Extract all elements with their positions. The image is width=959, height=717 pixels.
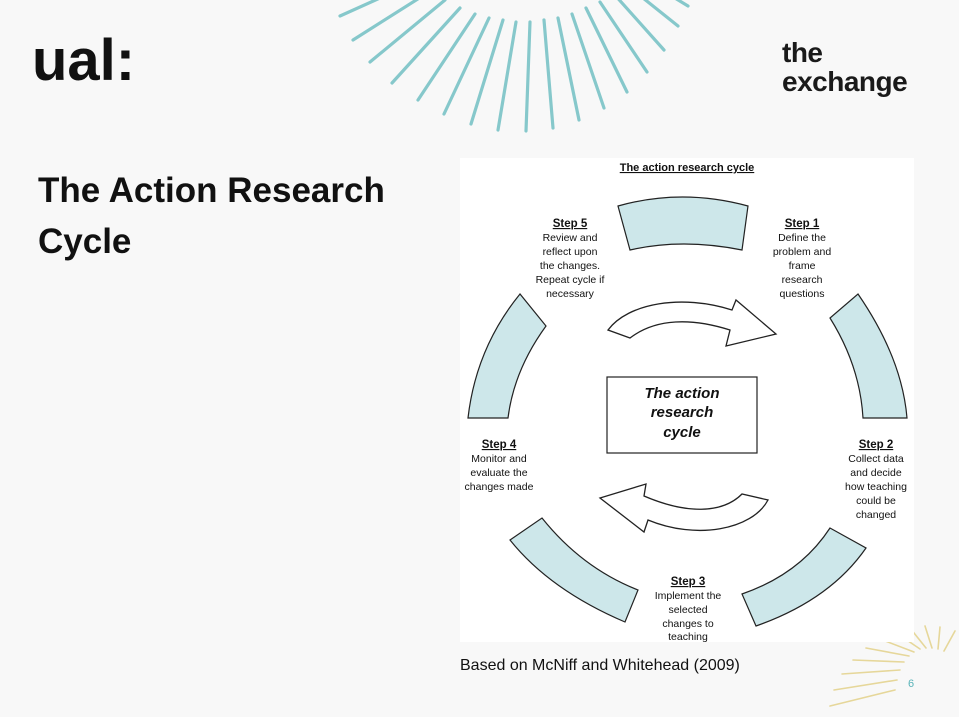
- step-1-line: Define the: [778, 232, 826, 244]
- cycle-arrow-top: [606, 298, 778, 347]
- step-2-line: could be: [856, 495, 896, 507]
- logo-exchange-line1: the: [782, 37, 823, 68]
- sunburst-decoration-top: [338, 0, 690, 133]
- step-2-line: how teaching: [845, 481, 907, 493]
- center-line-2: research: [651, 404, 714, 421]
- step-5-line: reflect upon: [543, 246, 598, 258]
- center-line-1: The action: [644, 385, 719, 402]
- step-3-line: changes to: [662, 618, 714, 630]
- step-5-line: the changes.: [540, 260, 600, 272]
- step-1-line: frame: [789, 260, 816, 272]
- cycle-segment-left: [467, 293, 547, 419]
- step-5-title: Step 5: [553, 218, 588, 230]
- cycle-segment-bottom-right: [741, 527, 867, 627]
- step-2-line: Collect data: [848, 453, 904, 465]
- page-number: 6: [908, 678, 915, 690]
- step-2-line: changed: [856, 509, 896, 521]
- step-1-line: questions: [780, 288, 825, 300]
- step-2-line: and decide: [850, 467, 902, 479]
- cycle-segment-bottom-left: [509, 517, 639, 623]
- cycle-arrow-bottom: [598, 483, 769, 534]
- step-1-title: Step 1: [785, 218, 820, 230]
- center-line-3: cycle: [663, 424, 701, 441]
- the-exchange-logo: the exchange: [782, 37, 908, 97]
- step-5-line: Repeat cycle if: [536, 274, 605, 286]
- diagram-caption: Based on McNiff and Whitehead (2009): [460, 657, 740, 674]
- step-4-line: evaluate the: [470, 467, 527, 479]
- action-research-cycle-diagram: The action research cycle The action res…: [465, 162, 908, 643]
- center-box: [606, 376, 758, 454]
- slide-title: The Action Research Cycle: [38, 171, 385, 261]
- step-3-title: Step 3: [671, 576, 706, 588]
- diagram-heading: The action research cycle: [620, 162, 755, 174]
- step-3-line: Implement the: [655, 590, 722, 602]
- cycle-segment-top: [617, 196, 749, 251]
- step-4-line: Monitor and: [471, 453, 527, 465]
- step-3-line: teaching: [668, 631, 708, 642]
- sunburst-decoration-bottom: [829, 625, 956, 707]
- step-1-line: problem and: [773, 246, 832, 258]
- step-4-title: Step 4: [482, 439, 517, 451]
- step-1-line: research: [782, 274, 823, 286]
- step-4-line: changes made: [465, 481, 534, 493]
- step-2-title: Step 2: [859, 439, 894, 451]
- ual-logo: ual:: [32, 28, 136, 93]
- cycle-segment-right: [829, 293, 908, 419]
- logo-exchange-line2: exchange: [782, 66, 908, 97]
- step-3-line: selected: [668, 604, 707, 616]
- step-5-line: Review and: [543, 232, 598, 244]
- diagram-panel: The action research cycle The action res…: [460, 158, 914, 643]
- step-5-line: necessary: [546, 288, 595, 300]
